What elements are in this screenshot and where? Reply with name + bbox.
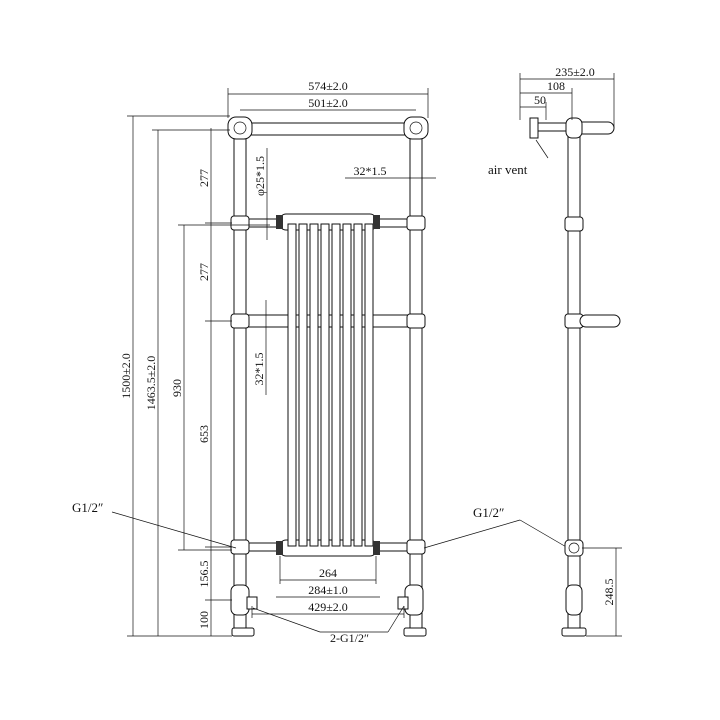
dim-top-gap: 277	[197, 169, 211, 187]
dim-rail-diameter: φ25*1.5	[253, 156, 267, 196]
radiator-column	[342, 223, 352, 547]
side-middle-rail	[579, 314, 621, 328]
top-right-cap	[403, 116, 429, 140]
dim-overall-width: 574±2.0	[308, 79, 348, 93]
right-foot	[403, 627, 427, 637]
radiator-column	[353, 223, 363, 547]
dim-bottom-gap: 156.5	[197, 561, 211, 588]
dim-connection-width: 429±2.0	[308, 600, 348, 614]
dim-side-offset-a: 108	[547, 79, 565, 93]
dim-radiator-outer-width: 284±1.0	[308, 583, 348, 597]
left-valve	[230, 584, 250, 616]
front-view	[227, 116, 429, 637]
dim-side-inlet-height: 248.5	[602, 579, 616, 606]
dim-radiator-height: 930	[170, 379, 184, 397]
radiator-column	[364, 223, 374, 547]
collar-left-middle	[230, 313, 250, 329]
radiator-column	[298, 223, 308, 547]
side-air-vent-arm	[535, 122, 567, 132]
dim-mid-gap: 277	[197, 263, 211, 281]
collar-right-lower	[406, 539, 426, 555]
dim-side-offset-b: 50	[534, 93, 546, 107]
side-collar-lower	[564, 539, 584, 557]
dim-total-height: 1500±2.0	[119, 353, 133, 399]
top-rail	[239, 122, 417, 136]
side-foot	[561, 627, 587, 637]
dim-pipe-height: 1463.5±2.0	[144, 356, 158, 411]
dim-floor-gap: 100	[197, 611, 211, 629]
radiator-column	[331, 223, 341, 547]
left-foot	[231, 627, 255, 637]
label-thread-left: G1/2″	[72, 500, 103, 515]
radiator-columns	[276, 213, 380, 557]
top-left-cap	[227, 116, 253, 140]
right-inlet	[397, 596, 409, 610]
collar-right-middle	[406, 313, 426, 329]
collar-left-upper	[230, 215, 250, 231]
dim-upright-tube-top: 32*1.5	[354, 164, 387, 178]
radiator-bushing	[276, 541, 283, 555]
side-inlet-ring	[568, 542, 580, 554]
side-air-vent	[529, 117, 539, 139]
radiator-column	[309, 223, 319, 547]
label-thread-right: G1/2″	[473, 505, 504, 520]
front-dimensions: 574±2.0 501±2.0 277 277 653 156.5 100 93…	[72, 79, 569, 645]
dim-rail-width: 501±2.0	[308, 96, 348, 110]
side-dimensions: 235±2.0 108 50 air vent 248.5	[488, 65, 622, 637]
top-right-cap-ring	[409, 121, 423, 135]
radiator-column	[287, 223, 297, 547]
radiator-column	[320, 223, 330, 547]
collar-right-upper	[406, 215, 426, 231]
side-collar-upper	[564, 216, 584, 232]
top-left-cap-ring	[233, 121, 247, 135]
dim-radiator-inner-width: 264	[319, 566, 337, 580]
dim-upright-tube-mid: 32*1.5	[252, 353, 266, 386]
label-thread-bottom: 2-G1/2″	[330, 631, 369, 645]
dim-side-depth: 235±2.0	[555, 65, 595, 79]
radiator-bushing	[276, 215, 283, 229]
radiator-bushing	[373, 541, 380, 555]
side-view	[529, 117, 621, 637]
side-valve	[565, 584, 583, 616]
dim-lower-gap: 653	[197, 425, 211, 443]
side-top-cap	[565, 117, 583, 139]
radiator-bushing	[373, 215, 380, 229]
label-air-vent: air vent	[488, 162, 528, 177]
